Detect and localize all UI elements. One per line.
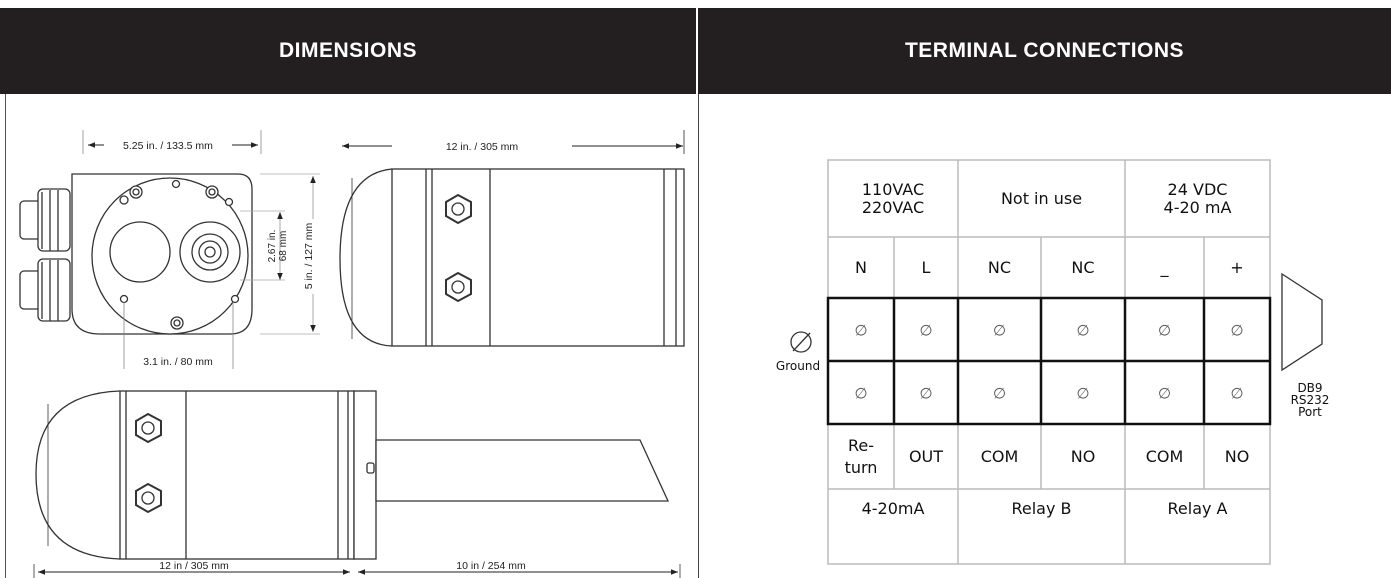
group-top-label: 4-20 mA xyxy=(1164,198,1232,217)
side-view: 12 in. / 305 mm xyxy=(339,130,685,347)
group-bottom-label: Relay B xyxy=(1011,499,1071,518)
group-top-label: 110VAC xyxy=(862,180,924,199)
group-bottom-label: Relay A xyxy=(1168,499,1228,518)
screw-terminal-icon: ∅ xyxy=(993,322,1006,340)
bottom-pin-label: NO xyxy=(1225,447,1250,466)
ground-icon-slash xyxy=(792,332,811,352)
bottom-pin-label: NO xyxy=(1071,447,1096,466)
group-bottom-label: 4-20mA xyxy=(862,499,925,518)
width-top-dimension: 5.25 in. / 133.5 mm xyxy=(123,140,213,152)
screw-terminal-icon: ∅ xyxy=(919,322,932,340)
top-pin-label: N xyxy=(855,258,867,277)
dimensions-panel xyxy=(5,94,699,578)
screw-terminal-icon: ∅ xyxy=(854,322,867,340)
screw-terminal-icon: ∅ xyxy=(1230,322,1243,340)
dimensions-header: DIMENSIONS xyxy=(0,8,696,94)
bottom-pin-label: COM xyxy=(981,447,1019,466)
terminal-header: TERMINAL CONNECTIONS xyxy=(698,8,1391,94)
group-top-label: Not in use xyxy=(1001,189,1082,208)
length-bottom-dimension: 12 in / 305 mm xyxy=(159,560,229,572)
bottom-pin-label: COM xyxy=(1146,447,1184,466)
port-label: DB9 xyxy=(1297,381,1322,395)
port-label: RS232 xyxy=(1291,393,1330,407)
front-view: 5.25 in. / 133.5 mm 2.67 in. 68 mm 5 in.… xyxy=(19,130,320,369)
top-pin-label: _ xyxy=(1160,258,1170,278)
length-side-dimension: 12 in. / 305 mm xyxy=(446,141,519,153)
terminal-title: TERMINAL CONNECTIONS xyxy=(904,39,1185,62)
center-height-line1: 2.67 in. xyxy=(267,230,278,263)
bottom-pin-label: turn xyxy=(845,458,878,477)
dimensions-drawing: 5.25 in. / 133.5 mm 2.67 in. 68 mm 5 in.… xyxy=(19,130,685,578)
screw-terminal-icon: ∅ xyxy=(1076,322,1089,340)
top-pin-label: L xyxy=(922,258,931,277)
terminal-block xyxy=(826,296,1272,426)
bottom-view: 12 in / 305 mm 10 in / 254 mm xyxy=(33,390,681,578)
screw-terminal-icon: ∅ xyxy=(1158,322,1171,340)
bolt-spacing-dimension: 3.1 in. / 80 mm xyxy=(143,356,213,368)
bottom-pin-label: Re- xyxy=(848,436,874,455)
screw-terminal-icon: ∅ xyxy=(993,385,1006,403)
probe-length-dimension: 10 in / 254 mm xyxy=(456,560,526,572)
screw-terminal-icon: ∅ xyxy=(1076,385,1089,403)
top-pin-label: + xyxy=(1230,258,1243,277)
screw-terminal-icon: ∅ xyxy=(919,385,932,403)
screw-terminal-icon: ∅ xyxy=(1158,385,1171,403)
port-label: Port xyxy=(1298,405,1322,419)
group-top-label: 220VAC xyxy=(862,198,924,217)
top-pin-label: NC xyxy=(988,258,1011,277)
db9-port-icon xyxy=(1281,272,1323,372)
ground-icon xyxy=(790,331,812,353)
height-dimension: 5 in. / 127 mm xyxy=(303,222,315,289)
top-pin-label: NC xyxy=(1071,258,1094,277)
bottom-pin-label: OUT xyxy=(909,447,943,466)
center-height-line2: 68 mm xyxy=(278,231,289,262)
screw-terminal-icon: ∅ xyxy=(854,385,867,403)
ground-label: Ground xyxy=(776,359,820,373)
screw-terminal-icon: ∅ xyxy=(1230,385,1243,403)
dimensions-title: DIMENSIONS xyxy=(278,39,417,62)
group-top-label: 24 VDC xyxy=(1168,180,1228,199)
